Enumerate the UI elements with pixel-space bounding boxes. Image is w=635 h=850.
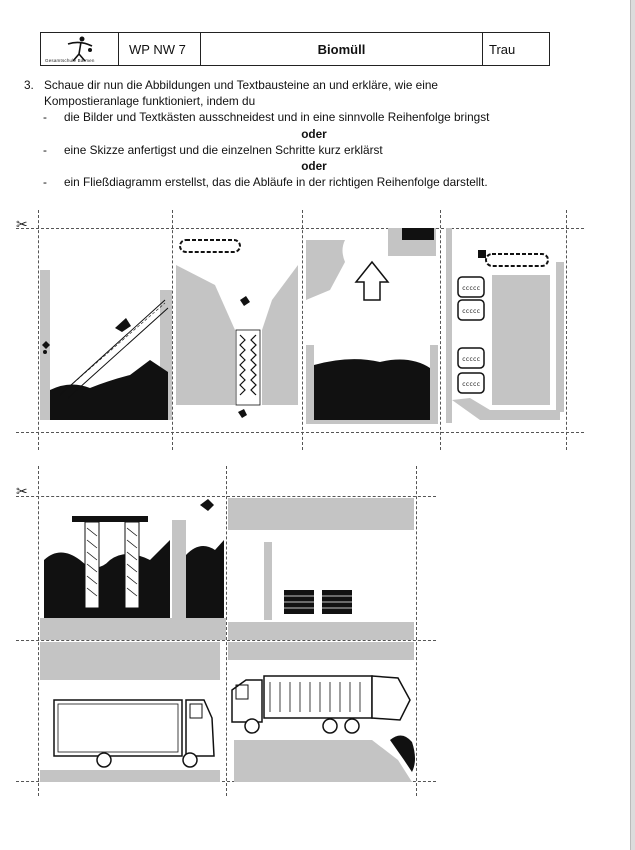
panel-composting-hall-illustration: ccccc ccccc ccccc ccccc <box>446 228 564 423</box>
or-separator-1: oder <box>301 126 327 141</box>
cut-line <box>416 466 417 796</box>
panel-conveyor-illustration <box>40 270 172 420</box>
cut-line <box>172 210 173 450</box>
task-instructions: 3. Schaue dir nun die Abbildungen und Te… <box>24 77 584 190</box>
dash: - <box>43 142 47 157</box>
task-intro-line2: Kompostieranlage funktioniert, indem du <box>44 94 256 109</box>
panel-bunker-illustration <box>306 228 438 424</box>
panel-crusher-illustration <box>176 239 298 418</box>
panel-truck-illustration <box>40 642 220 782</box>
svg-text:ccccc: ccccc <box>462 308 480 315</box>
or-separator-2: oder <box>301 159 327 174</box>
task-option-1: die Bilder und Textkästen ausschneidest … <box>64 110 490 125</box>
panel-storage-illustration <box>228 498 414 640</box>
cut-line <box>302 210 303 450</box>
author-name: Trau <box>489 41 516 57</box>
task-option-3: ein Fließdiagramm erstellst, das die Abl… <box>64 175 488 190</box>
school-logo-icon <box>67 36 92 62</box>
panel-compost-heaps-illustration <box>40 499 226 640</box>
cut-line <box>16 228 584 229</box>
cut-line <box>16 432 584 433</box>
scissors-icon: ✂ <box>16 483 28 499</box>
task-option-2: eine Skizze anfertigst und die einzelnen… <box>64 142 383 157</box>
svg-text:ccccc: ccccc <box>462 381 480 388</box>
logo-text: Gesamtschule Barmen <box>45 58 95 63</box>
worksheet-title: Biomüll <box>201 33 483 65</box>
page-edge <box>630 0 635 850</box>
scissors-icon: ✂ <box>16 216 28 232</box>
cut-line <box>566 210 567 450</box>
dash: - <box>43 175 47 190</box>
cut-line <box>440 210 441 450</box>
cut-line <box>38 466 39 796</box>
subject-code: WP NW 7 <box>119 33 201 65</box>
svg-text:ccccc: ccccc <box>462 356 480 363</box>
svg-text:ccccc: ccccc <box>462 285 480 292</box>
cut-line <box>38 210 39 450</box>
school-logo: Gesamtschule Barmen <box>41 33 119 65</box>
panel-garbage-truck-illustration <box>228 642 415 782</box>
task-number: 3. <box>24 78 34 92</box>
dash: - <box>43 110 47 125</box>
worksheet-header: Gesamtschule Barmen WP NW 7 Biomüll Trau <box>40 32 550 66</box>
cut-line <box>226 466 227 796</box>
task-intro-line1: Schaue dir nun die Abbildungen und Textb… <box>44 78 438 92</box>
